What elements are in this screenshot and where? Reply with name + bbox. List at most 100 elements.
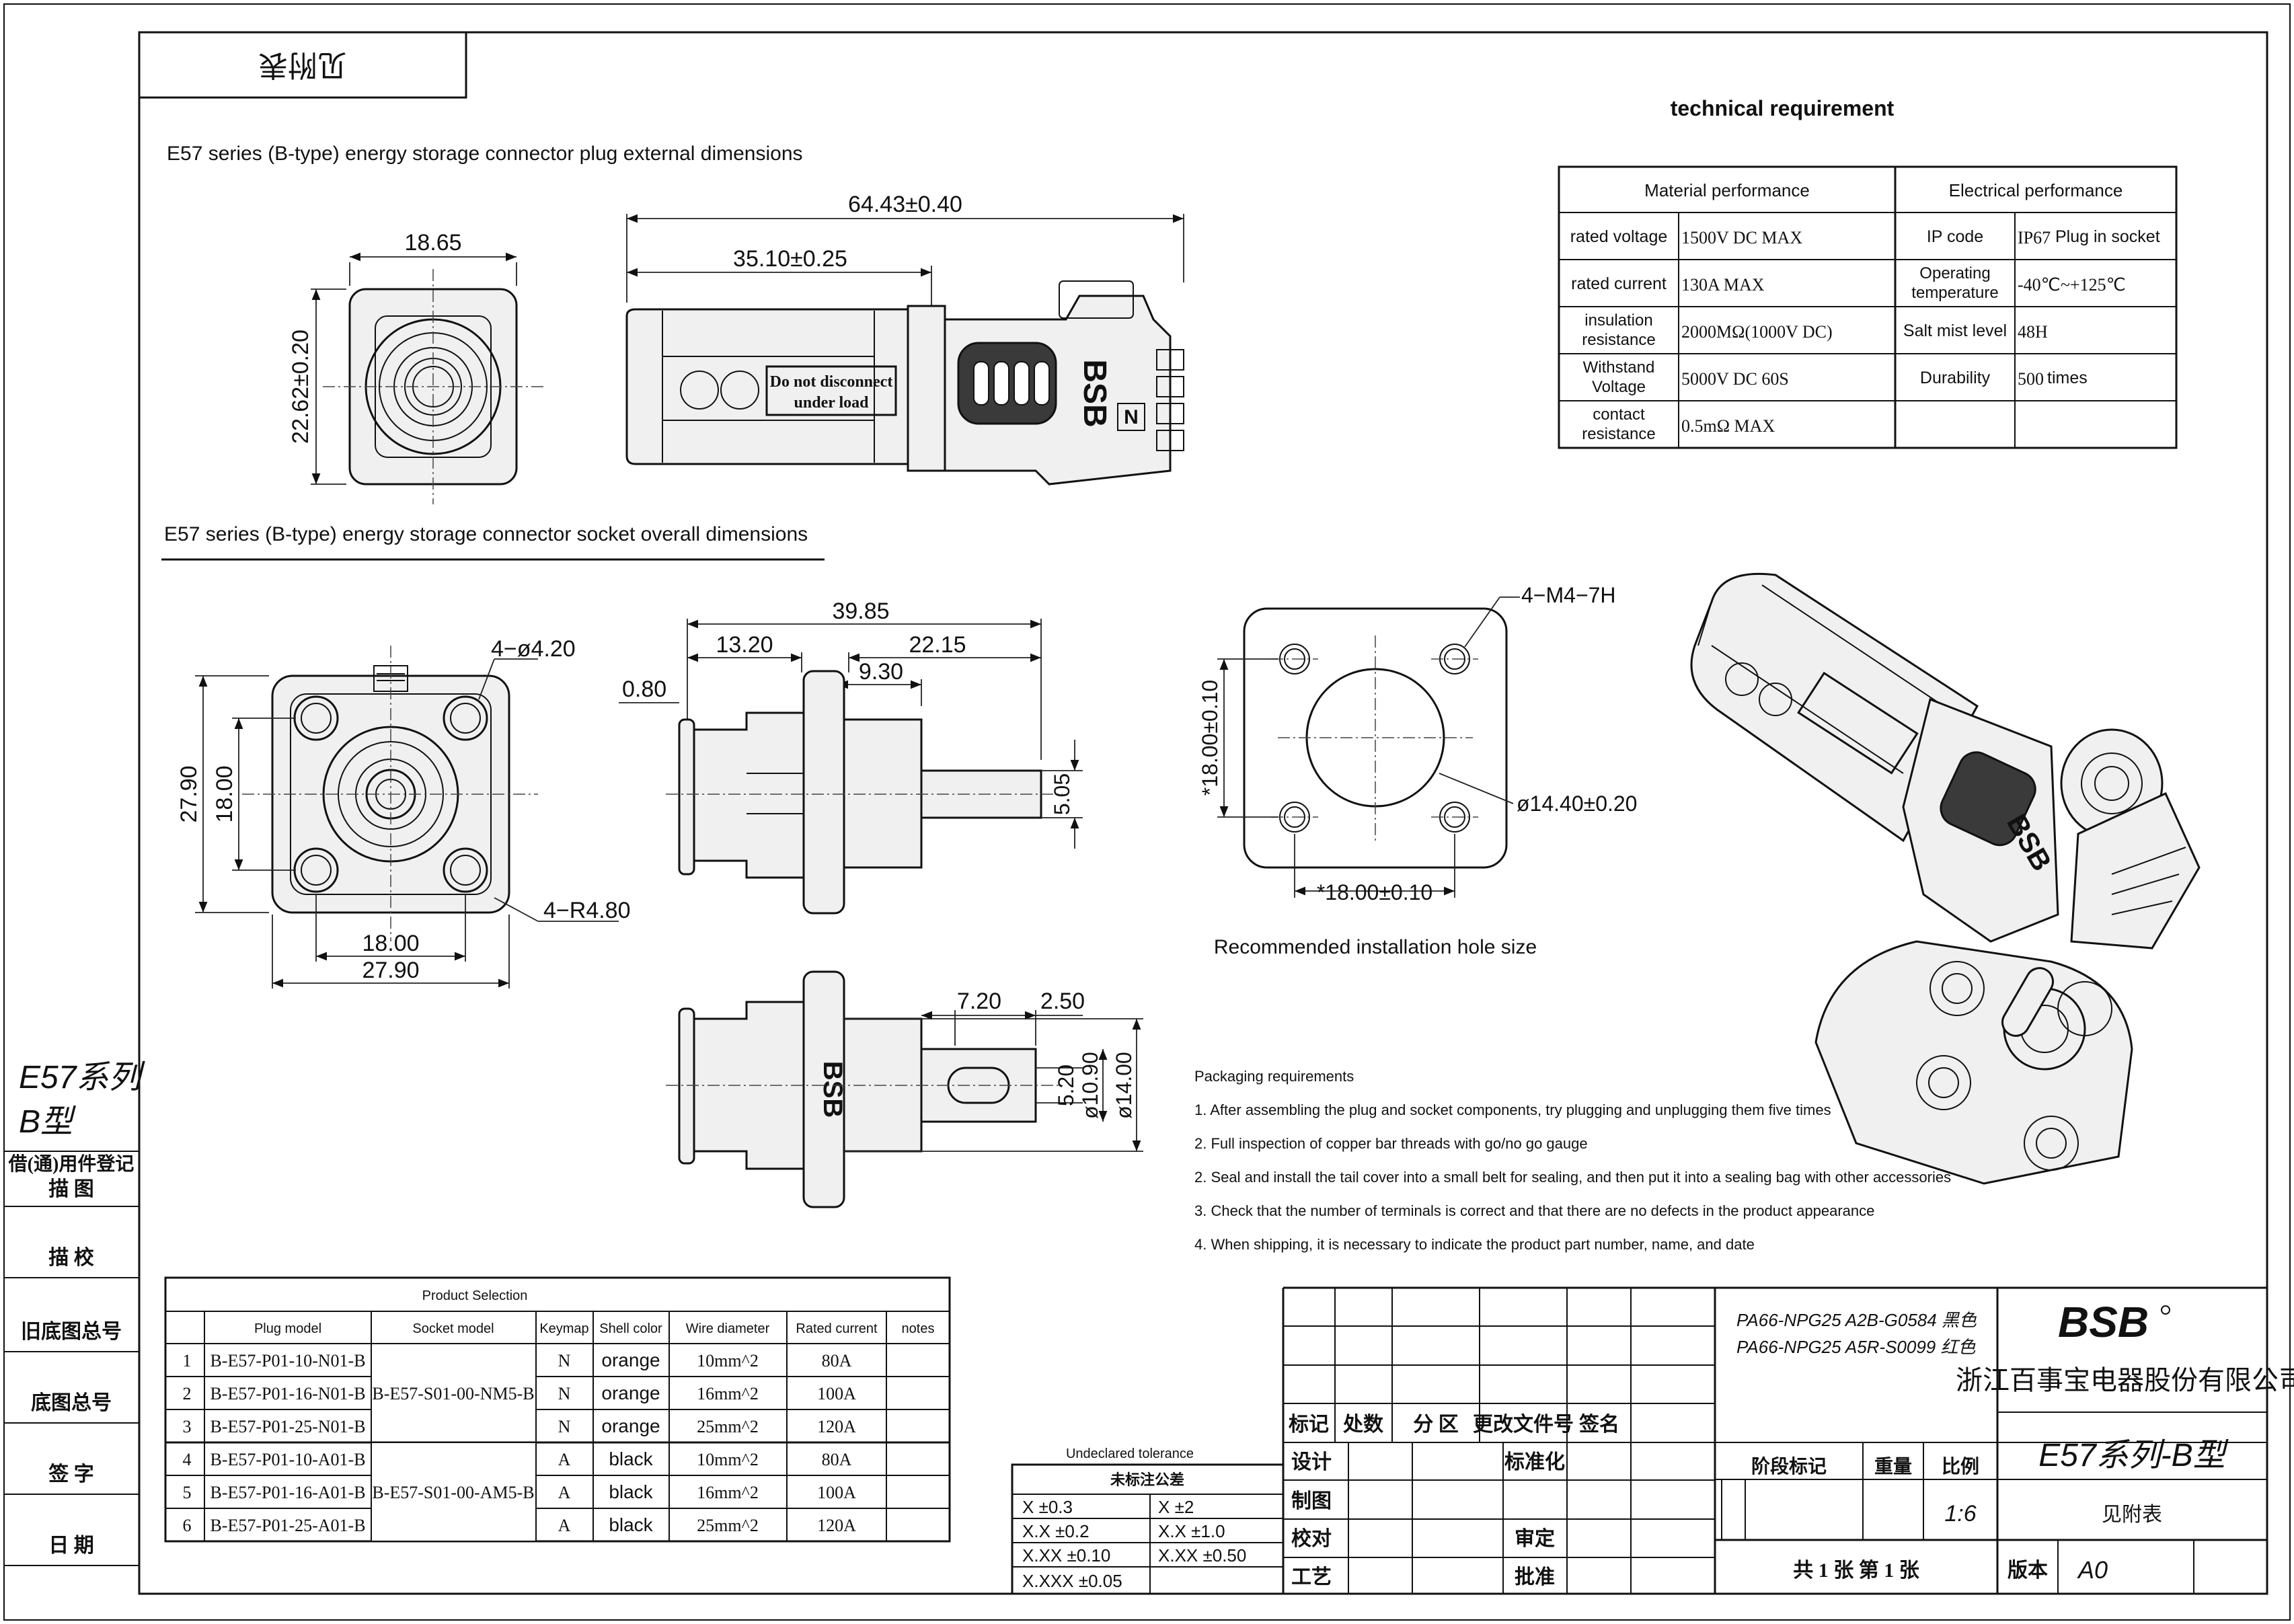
svg-text:120A: 120A	[817, 1516, 856, 1535]
material-line-1: PA66-NPG25 A2B-G0584 黑色	[1736, 1310, 1977, 1330]
svg-text:Operating: Operating	[1919, 264, 1990, 282]
dim-bottom-a: 7.20	[957, 989, 1001, 1014]
tech-title: technical requirement	[1671, 96, 1895, 120]
svg-text:借(通)用件登记: 借(通)用件登记	[8, 1153, 135, 1175]
left-margin: E57系列 B型 借(通)用件登记 描 图 描 校 旧底图总号 底图总号 签 字…	[4, 1060, 145, 1566]
svg-text:rated voltage: rated voltage	[1570, 227, 1668, 246]
company-name: 浙江百事宝电器股份有限公司	[1956, 1365, 2294, 1395]
tech-electrical-header: Electrical performance	[1949, 180, 2123, 200]
svg-text:IP code: IP code	[1927, 227, 1983, 246]
svg-text:Plug in socket: Plug in socket	[2055, 227, 2160, 246]
warning-line-2: under load	[794, 394, 870, 412]
svg-text:B-E57-P01-10-N01-B: B-E57-P01-10-N01-B	[210, 1351, 365, 1370]
svg-text:N: N	[558, 1384, 571, 1403]
svg-text:描 校: 描 校	[48, 1246, 94, 1269]
svg-text:resistance: resistance	[1582, 425, 1655, 443]
svg-text:分 区: 分 区	[1413, 1414, 1459, 1436]
svg-text:A: A	[558, 1516, 571, 1535]
dim-bottom-b: 2.50	[1040, 989, 1085, 1014]
svg-text:black: black	[609, 1448, 653, 1469]
svg-text:B-E57-P01-25-A01-B: B-E57-P01-25-A01-B	[210, 1516, 365, 1535]
tech-material-header: Material performance	[1644, 180, 1810, 200]
svg-text:重量: 重量	[1874, 1456, 1912, 1477]
svg-text:5000V DC 60S: 5000V DC 60S	[1681, 369, 1789, 389]
svg-text:3: 3	[183, 1417, 192, 1436]
svg-text:2: 2	[183, 1384, 192, 1403]
material-line-2: PA66-NPG25 A5R-S0099 红色	[1736, 1337, 1976, 1357]
plug-key-mark: N	[1124, 406, 1139, 428]
svg-text:120A: 120A	[817, 1417, 856, 1436]
svg-text:10mm^2: 10mm^2	[697, 1450, 759, 1469]
connector-3d-view: BSB	[1690, 572, 2201, 1185]
dim-hole-vertical: *18.00±0.10	[1198, 680, 1222, 796]
hole-caption: Recommended installation hole size	[1214, 936, 1537, 958]
svg-text:签 字: 签 字	[48, 1463, 94, 1485]
brand-logo: BSB	[2058, 1298, 2149, 1346]
version-value: A0	[2077, 1556, 2108, 1584]
socket-front-view: 4−ø4.20 27.90 18.00 18.00 27.90 4−R4.80	[176, 636, 631, 989]
svg-text:B-E57-P01-10-A01-B: B-E57-P01-10-A01-B	[210, 1450, 365, 1469]
svg-text:100A: 100A	[817, 1483, 856, 1502]
svg-text:工艺: 工艺	[1291, 1566, 1332, 1588]
svg-text:标准化: 标准化	[1504, 1451, 1565, 1473]
svg-text:A: A	[558, 1450, 571, 1469]
svg-text:制图: 制图	[1291, 1490, 1332, 1512]
svg-text:0.5mΩ MAX: 0.5mΩ MAX	[1681, 416, 1775, 436]
svg-text:130A MAX: 130A MAX	[1681, 275, 1765, 295]
dim-plug-height: 22.62±0.20	[288, 330, 313, 444]
svg-text:4. When shipping, it is necess: 4. When shipping, it is necessary to ind…	[1194, 1236, 1755, 1253]
socket-model-n: B-E57-S01-00-NM5-B	[372, 1384, 534, 1403]
dim-hole-thread: 4−M4−7H	[1521, 583, 1616, 607]
tolerance-table: Undeclared tolerance 未标注公差 X ±0.3 X ±2 X…	[1011, 1446, 1285, 1595]
socket-model-a: B-E57-S01-00-AM5-B	[372, 1483, 534, 1502]
svg-text:B-E57-P01-25-N01-B: B-E57-P01-25-N01-B	[210, 1417, 365, 1436]
svg-text:A: A	[558, 1483, 571, 1502]
svg-text:2. Seal and install the tail c: 2. Seal and install the tail cover into …	[1194, 1169, 1951, 1186]
dim-bottom-c: 5.20	[1054, 1065, 1078, 1106]
svg-text:6: 6	[183, 1516, 192, 1535]
svg-text:10mm^2: 10mm^2	[697, 1351, 759, 1370]
dim-side-c: 9.30	[859, 659, 903, 685]
svg-text:insulation: insulation	[1584, 311, 1652, 330]
svg-text:1. After assembling the plug a: 1. After assembling the plug and socket …	[1194, 1101, 1831, 1118]
dim-plug-length: 64.43±0.40	[848, 192, 962, 217]
svg-text:比例: 比例	[1942, 1456, 1979, 1477]
socket-side-view: 39.85 13.20 22.15 9.30 0.80 5.05	[619, 598, 1083, 915]
svg-text:设计: 设计	[1291, 1451, 1332, 1473]
svg-text:审定: 审定	[1515, 1527, 1555, 1550]
svg-text:X.X ±0.2: X.X ±0.2	[1022, 1521, 1089, 1541]
svg-text:B-E57-P01-16-A01-B: B-E57-P01-16-A01-B	[210, 1483, 365, 1502]
dim-side-d: 0.80	[622, 676, 666, 702]
svg-text:16mm^2: 16mm^2	[697, 1483, 759, 1502]
svg-text:80A: 80A	[822, 1351, 852, 1370]
scale-value: 1:6	[1944, 1501, 1976, 1526]
product-name: E57系列-B型	[2038, 1438, 2228, 1473]
svg-text:500: 500	[2018, 369, 2044, 389]
svg-text:Socket model: Socket model	[412, 1321, 494, 1336]
svg-text:日 期: 日 期	[48, 1535, 94, 1557]
svg-text:标记: 标记	[1289, 1414, 1329, 1436]
svg-text:底图总号: 底图总号	[31, 1392, 112, 1414]
svg-text:未标注公差: 未标注公差	[1110, 1471, 1184, 1488]
svg-text:处数: 处数	[1342, 1414, 1384, 1436]
plug-brand-mark: BSB	[1077, 359, 1112, 427]
svg-text:见附表: 见附表	[258, 48, 347, 81]
margin-title-1: E57系列	[19, 1060, 145, 1095]
svg-text:Plug model: Plug model	[254, 1321, 321, 1336]
dim-bottom-d: ø10.90	[1078, 1052, 1102, 1119]
svg-text:版本: 版本	[2008, 1559, 2048, 1582]
svg-text:校对: 校对	[1291, 1527, 1332, 1550]
svg-text:描 图: 描 图	[48, 1178, 94, 1200]
dim-socket-radius: 4−R4.80	[543, 898, 631, 923]
dim-bottom-e: ø14.00	[1112, 1052, 1136, 1119]
svg-text:rated current: rated current	[1571, 274, 1667, 293]
dim-socket-height-1: 27.90	[176, 765, 202, 822]
dim-side-a: 13.20	[716, 632, 773, 658]
svg-text:16mm^2: 16mm^2	[697, 1384, 759, 1403]
svg-text:2. Full inspection of copper b: 2. Full inspection of copper bar threads…	[1194, 1135, 1588, 1152]
svg-text:80A: 80A	[822, 1450, 852, 1469]
svg-text:black: black	[609, 1481, 653, 1502]
svg-text:X.XX ±0.10: X.XX ±0.10	[1022, 1545, 1110, 1565]
dim-side-total: 39.85	[832, 598, 889, 624]
margin-title-2: B型	[19, 1104, 76, 1140]
